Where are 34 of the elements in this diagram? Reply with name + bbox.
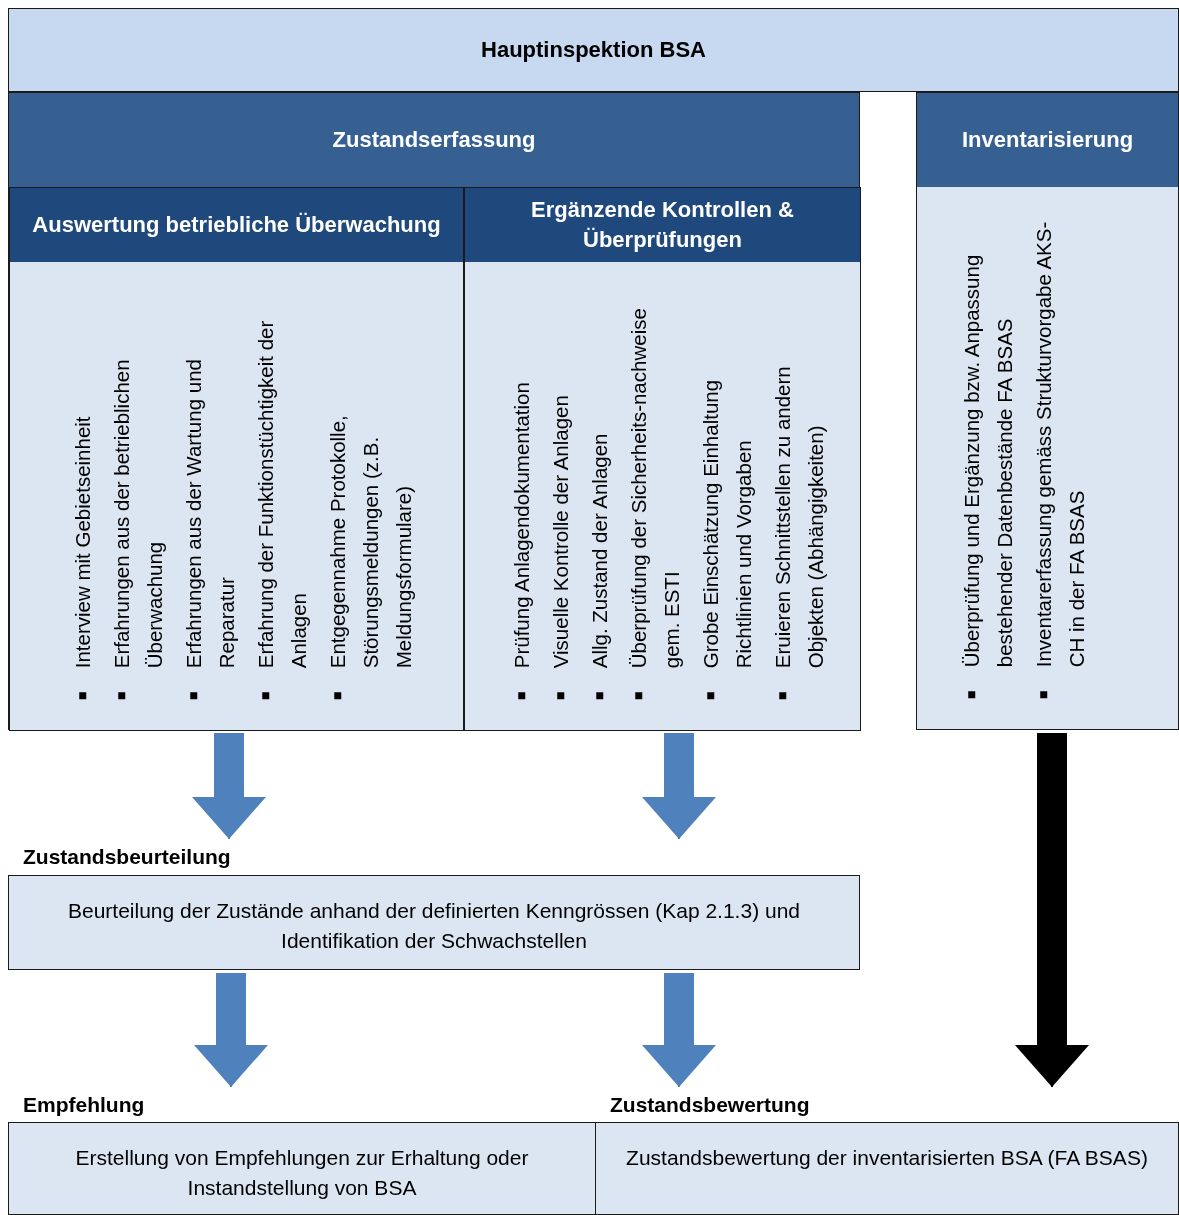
bullet-text: Eruieren Schnittstellen zu andern Objekten (Abhängigkeiten) (771, 366, 827, 669)
bullet-text: Interview mit Gebietseinheit (71, 416, 94, 669)
description-box: Zustandsbewertung der inventarisierten BSA (FA BSAS) (595, 1122, 1179, 1215)
bullet-text: Entgegennahme Protokolle, Störungsmeldungen (z.B. Meldungsformulare) (326, 415, 415, 669)
bullet-text: Erfahrungen aus der Wartung und Reparatur (182, 359, 238, 669)
block-arrow (194, 972, 268, 1088)
title-text: Hauptinspektion BSA (481, 36, 706, 64)
bullet-text: Visuelle Kontrolle der Anlagen (549, 395, 572, 669)
bullet-text: Überprüfung der Sicherheits-nachweise gem. ESTI (627, 308, 683, 669)
block-arrow (1015, 732, 1089, 1088)
title-band (8, 8, 1179, 92)
bullet-text: Prüfung Anlagendokumentation (510, 382, 533, 669)
bullet-text: Inventarerfassung gemäss Strukturvorgabe AKS-CH in der FA BSAS (1032, 221, 1088, 668)
header-bar: Zustandserfassung (9, 93, 859, 187)
header-bar: Auswertung betriebliche Überwachung (10, 188, 463, 262)
column-panel (464, 187, 861, 731)
block-arrow (642, 972, 716, 1088)
bullet-text: Grobe Einschätzung Einhaltung Richtlinien und Vorgaben (699, 380, 755, 669)
bullet-text: Allg. Zustand der Anlagen (588, 433, 611, 669)
column-panel (9, 187, 464, 731)
block-arrow (192, 732, 266, 840)
bullet-text: Erfahrung der Funktionstüchtigkeit der Anlagen (254, 320, 310, 669)
step-heading: Zustandsbeurteilung (23, 844, 231, 870)
description-box: Beurteilung der Zustände anhand der definierten Kenngrössen (Kap 2.1.3) und Identifikation der Schwachstellen (8, 875, 860, 970)
bullet-text: Überprüfung und Ergänzung bzw. Anpassung bestehender Datenbestände FA BSAS (960, 254, 1016, 668)
header-bar: Ergänzende Kontrollen & Überprüfungen (465, 188, 860, 262)
step-heading: Empfehlung (23, 1092, 145, 1118)
header-bar: Inventarisierung (917, 93, 1178, 187)
step-heading: Zustandsbewertung (610, 1092, 810, 1118)
column-panel (916, 92, 1179, 730)
group-panel (8, 92, 860, 730)
description-box: Erstellung von Empfehlungen zur Erhaltung oder Instandstellung von BSA (8, 1122, 596, 1215)
block-arrow (642, 732, 716, 840)
bullet-text: Erfahrungen aus der betrieblichen Überwachung (110, 359, 166, 669)
